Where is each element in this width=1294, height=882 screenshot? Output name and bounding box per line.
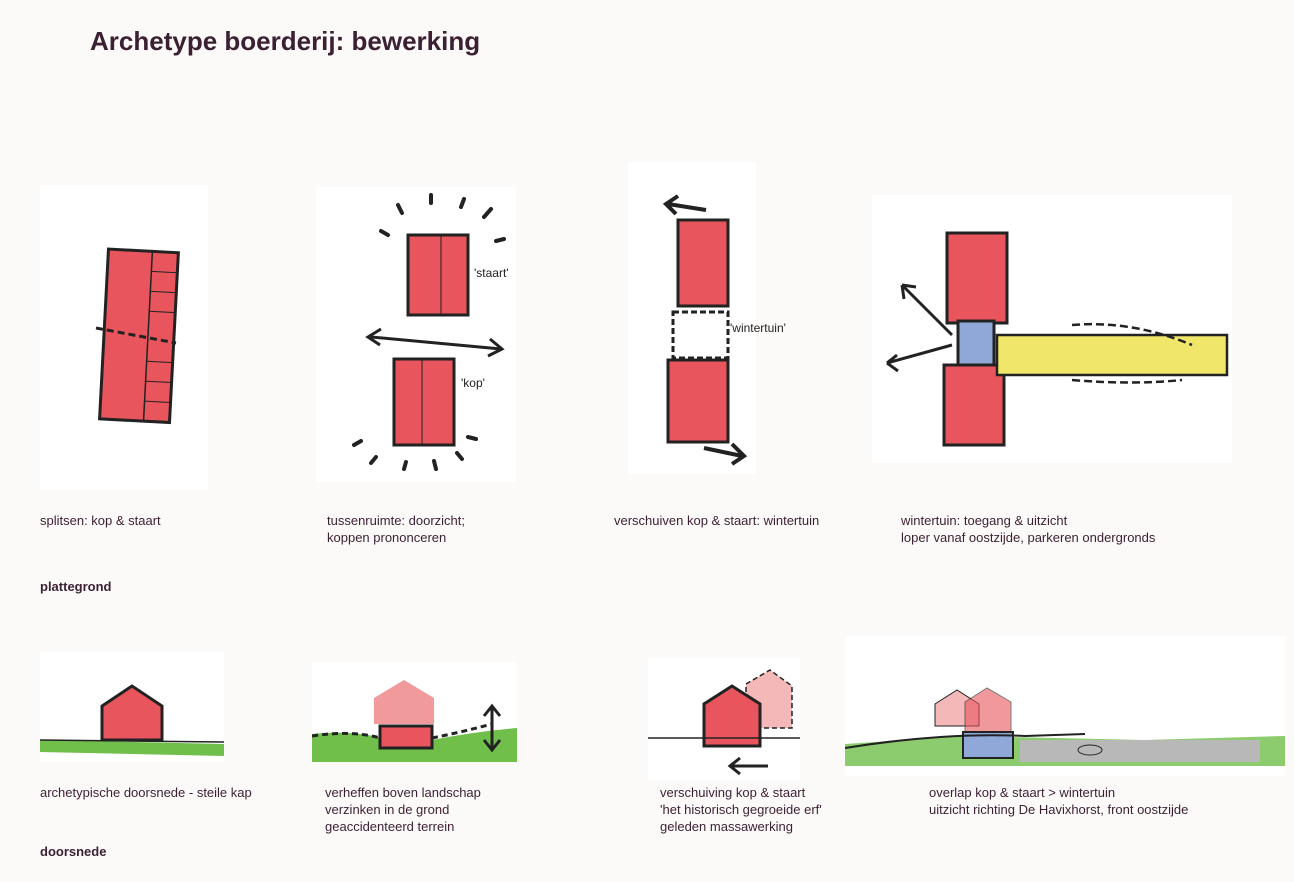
- caption-line: wintertuin: toegang & uitzicht: [901, 513, 1068, 528]
- caption-line: uitzicht richting De Havixhorst, front o…: [929, 802, 1189, 817]
- section-archetype-drawing: [40, 684, 224, 756]
- caption-line: koppen prononceren: [327, 530, 447, 545]
- section-elevate-drawing: [312, 680, 517, 762]
- caption-line: geaccidenteerd terrein: [325, 819, 455, 834]
- shift-plan-drawing: 'wintertuin': [662, 194, 786, 466]
- section-shift-drawing: [648, 669, 800, 776]
- caption-section-3: verschuiving kop & staart 'het historisch…: [660, 784, 822, 835]
- caption-line: verzinken in de grond: [325, 802, 450, 817]
- sketch-section-3: [648, 658, 800, 780]
- sketch-split: [40, 185, 208, 490]
- section-label-doorsnede: doorsnede: [40, 844, 107, 859]
- section-label-plattegrond: plattegrond: [40, 579, 112, 594]
- caption-line: verheffen boven landschap: [325, 785, 481, 800]
- sketch-shift: 'wintertuin': [628, 162, 786, 474]
- caption-plan-1: splitsen: kop & staart: [40, 512, 161, 529]
- sketch-wintergarden: [872, 195, 1232, 463]
- label-staart: 'staart': [474, 266, 509, 280]
- label-wintertuin: 'wintertuin': [730, 321, 786, 335]
- caption-line: verschuiving kop & staart: [660, 785, 806, 800]
- sketch-section-1: [40, 652, 224, 762]
- section-overlap-drawing: [845, 687, 1285, 766]
- caption-plan-2: tussenruimte: doorzicht; koppen prononcer…: [327, 512, 465, 546]
- wintergarden-plan-drawing: [886, 231, 1229, 447]
- sketch-section-4: [845, 636, 1285, 776]
- caption-line: tussenruimte: doorzicht;: [327, 513, 466, 528]
- gap-plan-drawing: 'staart' 'kop': [352, 193, 509, 471]
- caption-line: splitsen: kop & staart: [40, 513, 161, 528]
- caption-line: loper vanaf oostzijde, parkeren ondergro…: [901, 530, 1156, 545]
- caption-section-4: overlap kop & staart > wintertuin uitzich…: [929, 784, 1188, 818]
- caption-plan-4: wintertuin: toegang & uitzicht loper vana…: [901, 512, 1155, 546]
- caption-plan-3: verschuiven kop & staart: wintertuin: [614, 512, 819, 529]
- caption-line: overlap kop & staart > wintertuin: [929, 785, 1116, 800]
- caption-line: verschuiven kop & staart: wintertuin: [614, 513, 820, 528]
- caption-section-1: archetypische doorsnede - steile kap: [40, 784, 252, 801]
- sketch-section-2: [312, 662, 517, 762]
- sketch-gap: 'staart' 'kop': [316, 187, 516, 482]
- split-plan-drawing: [95, 247, 180, 425]
- caption-line: archetypische doorsnede - steile kap: [40, 785, 252, 800]
- caption-section-2: verheffen boven landschap verzinken in de…: [325, 784, 481, 835]
- page-title: Archetype boerderij: bewerking: [90, 26, 481, 56]
- label-kop: 'kop': [461, 376, 485, 390]
- caption-line: 'het historisch gegroeide erf': [660, 802, 822, 817]
- caption-line: geleden massawerking: [660, 819, 793, 834]
